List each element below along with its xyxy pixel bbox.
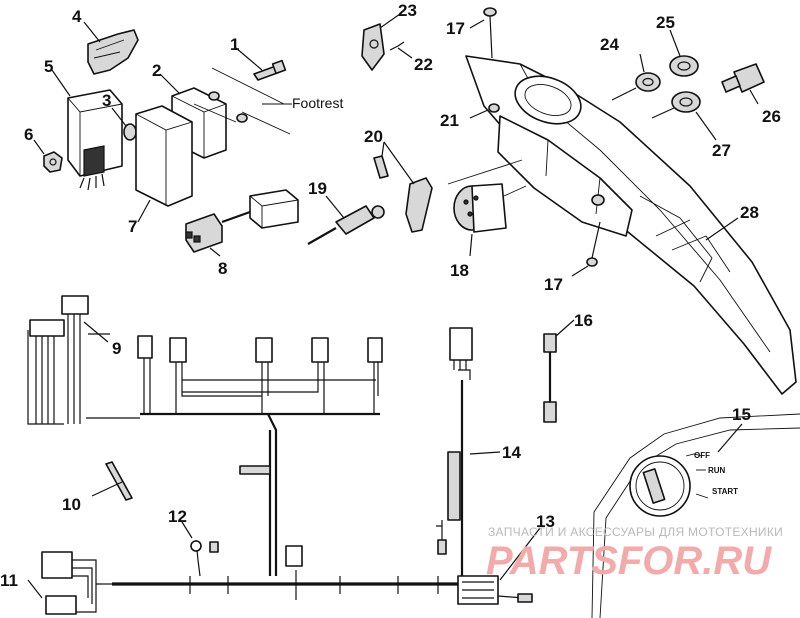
callout-21: 21: [440, 111, 459, 130]
switch-start-label: START: [712, 487, 738, 496]
switch-off-label: OFF: [694, 451, 710, 460]
part-4-cover: [83, 21, 139, 75]
part-17-screw-bottom: [571, 221, 601, 277]
part-17-screw-top: [469, 7, 497, 59]
part-27-grommet: [651, 91, 717, 141]
callout-12: 12: [168, 507, 187, 526]
callout-25: 25: [656, 13, 675, 32]
part-10-strap: [91, 461, 133, 501]
part-14-harness: [436, 327, 501, 576]
callout-11: 11: [0, 571, 18, 590]
callout-10: 10: [62, 495, 81, 514]
part-3-spacer: [111, 107, 137, 141]
callout-19: 19: [308, 179, 327, 198]
part-11-connector-harness: [27, 551, 112, 615]
part-12-ring-terminal: [181, 521, 219, 577]
callout-22: 22: [414, 55, 433, 74]
part-7-plate: [135, 105, 193, 223]
part-9-harness: [27, 295, 383, 425]
callout-7: 7: [128, 217, 137, 236]
part-8-connector: [185, 189, 299, 257]
part-28-console: [465, 55, 797, 395]
callout-13: 13: [536, 512, 555, 531]
callout-4: 4: [72, 7, 82, 26]
part-20-lever: [373, 141, 433, 233]
switch-run-label: RUN: [708, 466, 726, 475]
part-26-key: [721, 63, 765, 105]
callout-5: 5: [44, 57, 53, 76]
callout-24: 24: [600, 35, 619, 54]
callout-23: 23: [398, 1, 417, 20]
callout-28: 28: [740, 203, 759, 222]
part-15-switch-panel: [591, 413, 800, 618]
callout-15: 15: [732, 405, 751, 424]
part-16-wire: [543, 319, 575, 423]
callout-27: 27: [712, 141, 731, 160]
part-13-connector: [457, 527, 541, 605]
callout-9: 9: [112, 339, 121, 358]
callout-6: 6: [24, 125, 33, 144]
main-trunk: [112, 413, 470, 600]
callout-17-top: 17: [446, 19, 465, 38]
callout-17-bottom: 17: [544, 275, 563, 294]
watermark-brand: PARTSFOR.RU: [486, 539, 772, 583]
part-1-bolt: [235, 47, 287, 81]
part-19-sensor: [307, 195, 385, 245]
part-18-ignition-switch: [447, 159, 527, 257]
part-21-screw: [469, 103, 500, 119]
part-25-grommet: [669, 29, 699, 77]
part-23-clip: [361, 13, 413, 71]
callout-20: 20: [364, 127, 383, 146]
callout-26: 26: [762, 107, 781, 126]
callout-16: 16: [574, 311, 593, 330]
callout-1: 1: [230, 35, 239, 54]
callout-18: 18: [450, 261, 469, 280]
washers: [193, 91, 248, 123]
part-24-washer: [611, 53, 661, 101]
callout-3: 3: [102, 91, 111, 110]
footrest-reference: [211, 67, 292, 135]
watermark-caption: ЗАПЧАСТИ И АКСЕССУАРЫ ДЛЯ МОТОТЕХНИКИ: [488, 525, 783, 539]
callout-8: 8: [218, 259, 227, 278]
part-6-nut: [33, 139, 63, 173]
footrest-label: Footrest: [292, 95, 343, 111]
callout-2: 2: [152, 61, 161, 80]
callout-14: 14: [502, 443, 521, 462]
part-5-module: [51, 69, 123, 191]
